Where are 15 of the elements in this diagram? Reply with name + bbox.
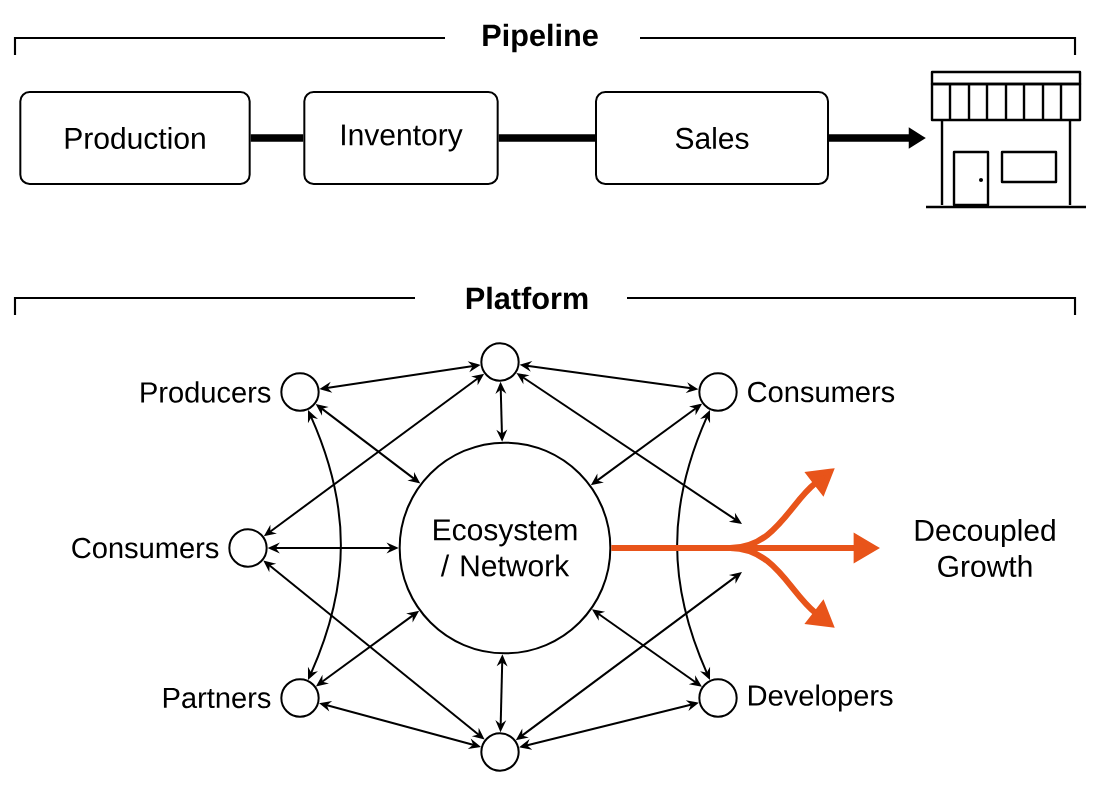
node-circle (480, 732, 520, 772)
section-heading: Platform (466, 286, 588, 310)
section-heading: Pipeline (483, 23, 598, 53)
outcome-text: Decoupled Growth (915, 519, 1055, 577)
store-drawing (926, 70, 1086, 209)
process-box: Sales (595, 91, 829, 185)
node-label: Consumers (72, 537, 219, 559)
process-box: Production (19, 91, 251, 185)
node-label: Producers (141, 381, 271, 403)
connector (498, 134, 595, 142)
node-circle (480, 342, 520, 382)
node-label: Developers (749, 684, 893, 712)
node-label: Partners (163, 687, 271, 709)
process-box: Inventory (303, 91, 499, 185)
node-label: Consumers (748, 381, 895, 403)
